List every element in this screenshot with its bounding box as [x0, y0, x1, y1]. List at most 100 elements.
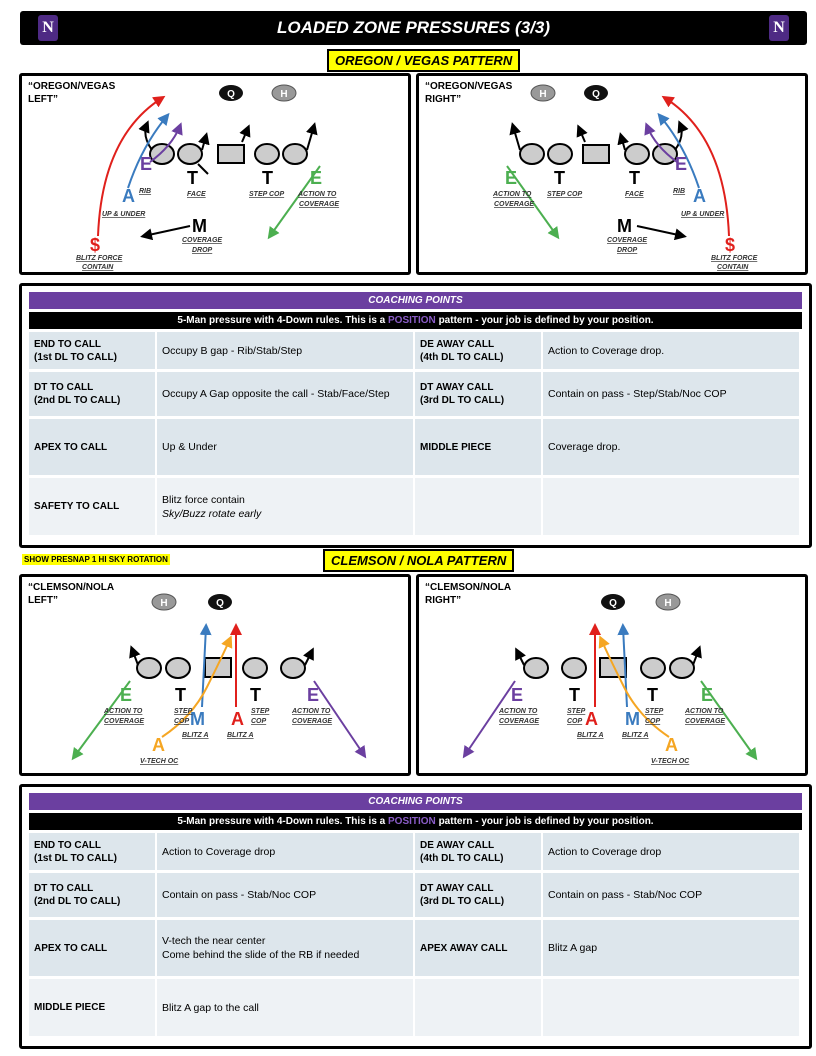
svg-text:T: T [187, 168, 198, 188]
coaching-points-header: COACHING POINTS [29, 793, 802, 810]
svg-text:BLITZ FORCE: BLITZ FORCE [711, 255, 758, 262]
svg-text:M: M [625, 709, 640, 729]
coaching-points-clemson: COACHING POINTS 5-Man pressure with 4-Do… [19, 784, 812, 1049]
svg-text:E: E [701, 685, 713, 705]
key-cell: APEX TO CALL [29, 920, 155, 976]
svg-text:Q: Q [592, 89, 600, 100]
value-cell: Occupy A Gap opposite the call - Stab/Fa… [157, 372, 413, 416]
svg-text:E: E [505, 168, 517, 188]
svg-text:STEP: STEP [567, 708, 586, 715]
svg-text:FACE: FACE [625, 191, 644, 198]
svg-text:E: E [675, 154, 687, 174]
key-cell: MIDDLE PIECE [415, 419, 541, 475]
title-bar: N LOADED ZONE PRESSURES (3/3) N [20, 11, 807, 45]
svg-text:A: A [665, 735, 678, 755]
svg-text:ACTION TO: ACTION TO [291, 708, 331, 715]
svg-text:E: E [307, 685, 319, 705]
svg-text:COVERAGE: COVERAGE [607, 237, 647, 244]
key-cell: DE AWAY CALL(4th DL TO CALL) [415, 332, 541, 369]
svg-text:DROP: DROP [617, 247, 638, 254]
value-cell: Action to Coverage drop. [543, 332, 799, 369]
value-cell: Up & Under [157, 419, 413, 475]
svg-text:Q: Q [227, 89, 235, 100]
svg-text:H: H [539, 89, 546, 100]
svg-text:COVERAGE: COVERAGE [299, 201, 339, 208]
svg-text:T: T [262, 168, 273, 188]
svg-text:DROP: DROP [192, 247, 213, 254]
play-diagram-clemson-left: H Q E T T E M A A ACTION TO COVERAGE STE… [71, 593, 367, 765]
play-diagram-clemson-right: Q H E T T E A M A ACTION TO COVERAGE STE… [462, 593, 758, 765]
value-cell: Contain on pass - Step/Stab/Noc COP [543, 372, 799, 416]
empty-cell [415, 478, 541, 535]
svg-text:RIB: RIB [139, 188, 151, 195]
svg-text:COVERAGE: COVERAGE [182, 237, 222, 244]
svg-text:$: $ [725, 235, 735, 255]
value-cell: Action to Coverage drop [157, 833, 413, 870]
svg-text:FACE: FACE [187, 191, 206, 198]
svg-text:A: A [231, 709, 244, 729]
svg-text:Q: Q [216, 598, 224, 609]
svg-text:M: M [617, 216, 632, 236]
play-diagram-oregon-right: Q H A E T T E M $ RIB UP & UNDER FACE ST… [492, 84, 758, 271]
svg-text:ACTION TO: ACTION TO [684, 708, 724, 715]
svg-text:BLITZ A: BLITZ A [227, 732, 254, 739]
key-cell: END TO CALL(1st DL TO CALL) [29, 833, 155, 870]
svg-text:E: E [140, 154, 152, 174]
key-cell: DE AWAY CALL(4th DL TO CALL) [415, 833, 541, 870]
svg-text:H: H [280, 89, 287, 100]
svg-text:E: E [511, 685, 523, 705]
svg-text:STEP: STEP [645, 708, 664, 715]
svg-text:UP & UNDER: UP & UNDER [681, 211, 724, 218]
coaching-points-subheader: 5-Man pressure with 4-Down rules. This i… [29, 312, 802, 329]
svg-text:M: M [192, 216, 207, 236]
key-cell: SAFETY TO CALL [29, 478, 155, 535]
presnap-note: SHOW PRESNAP 1 HI SKY ROTATION [22, 554, 170, 565]
svg-text:ACTION TO: ACTION TO [103, 708, 143, 715]
svg-text:COP: COP [567, 718, 583, 725]
svg-text:RIB: RIB [673, 188, 685, 195]
northwestern-logo-left: N [38, 15, 58, 41]
svg-text:Q: Q [609, 598, 617, 609]
svg-text:BLITZ A: BLITZ A [622, 732, 649, 739]
value-cell: Action to Coverage drop [543, 833, 799, 870]
svg-text:ACTION TO: ACTION TO [297, 191, 337, 198]
coaching-points-header: COACHING POINTS [29, 292, 802, 309]
svg-text:COVERAGE: COVERAGE [494, 201, 534, 208]
svg-text:A: A [122, 186, 135, 206]
svg-text:T: T [554, 168, 565, 188]
page-title: LOADED ZONE PRESSURES (3/3) [277, 18, 550, 37]
svg-text:V-TECH OC: V-TECH OC [140, 758, 179, 765]
svg-text:T: T [569, 685, 580, 705]
svg-text:A: A [585, 709, 598, 729]
svg-text:CONTAIN: CONTAIN [82, 264, 114, 271]
coaching-points-oregon: COACHING POINTS 5-Man pressure with 4-Do… [19, 283, 812, 548]
svg-text:STEP COP: STEP COP [547, 191, 582, 198]
svg-text:E: E [310, 168, 322, 188]
empty-cell [543, 478, 799, 535]
coaching-points-subheader: 5-Man pressure with 4-Down rules. This i… [29, 813, 802, 830]
value-cell: Contain on pass - Stab/Noc COP [543, 873, 799, 917]
key-cell: DT TO CALL(2nd DL TO CALL) [29, 873, 155, 917]
svg-text:M: M [190, 709, 205, 729]
svg-text:H: H [160, 598, 167, 609]
svg-text:T: T [250, 685, 261, 705]
svg-text:UP & UNDER: UP & UNDER [102, 211, 145, 218]
key-cell: APEX AWAY CALL [415, 920, 541, 976]
svg-text:ACTION TO: ACTION TO [492, 191, 532, 198]
empty-cell [543, 979, 799, 1036]
value-cell: Coverage drop. [543, 419, 799, 475]
value-cell: Occupy B gap - Rib/Stab/Step [157, 332, 413, 369]
svg-text:STEP: STEP [174, 708, 193, 715]
value-cell: Blitz A gap [543, 920, 799, 976]
svg-text:T: T [647, 685, 658, 705]
key-cell: DT AWAY CALL(3rd DL TO CALL) [415, 372, 541, 416]
